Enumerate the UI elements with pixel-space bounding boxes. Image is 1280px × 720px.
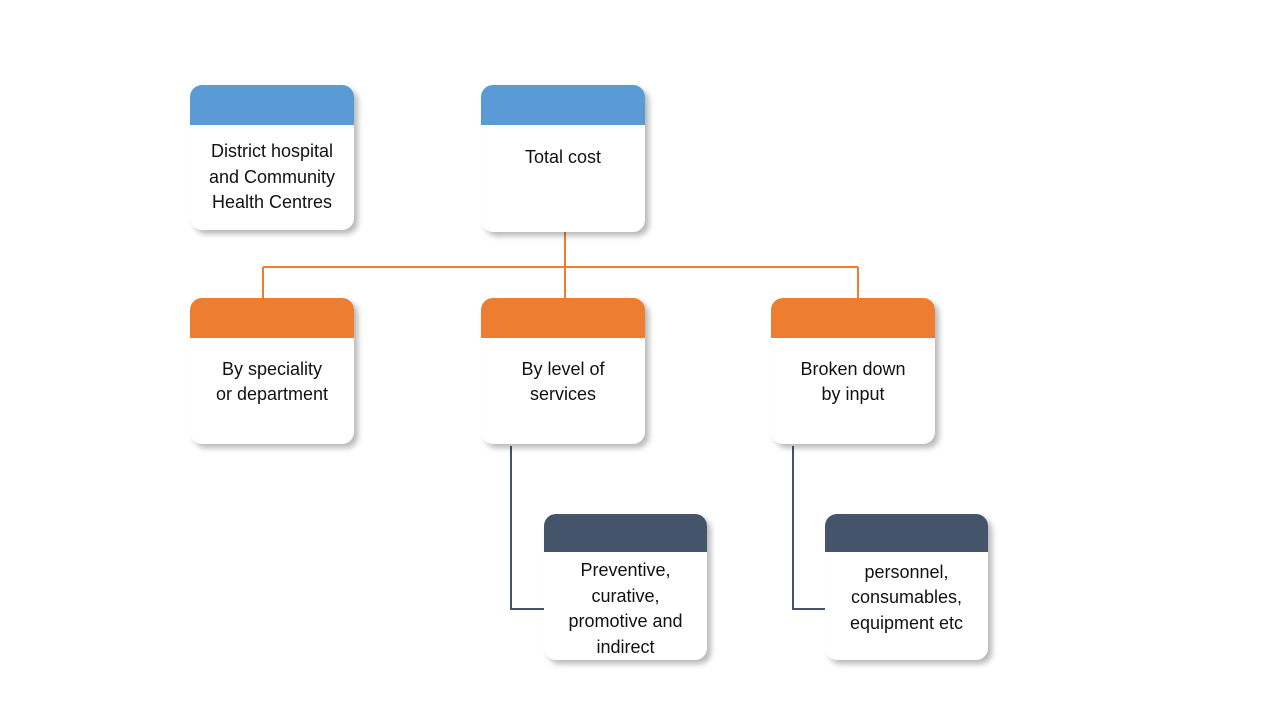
node-header-band <box>190 298 354 338</box>
node-label: By speciality or department <box>215 358 329 405</box>
node-preventive-curative: Preventive, curative, promotive and indi… <box>544 514 707 660</box>
node-label: personnel, consumables, equipment etc <box>849 561 964 633</box>
node-label: Broken down by input <box>800 358 906 405</box>
node-label: Preventive, curative, promotive and indi… <box>568 560 683 657</box>
node-header-band <box>481 298 645 338</box>
node-label: By level of services <box>521 358 605 405</box>
connector-level-to-preventive <box>510 446 545 610</box>
node-header-band <box>190 85 354 125</box>
node-header-band <box>771 298 935 338</box>
node-personnel-consumables: personnel, consumables, equipment etc <box>825 514 988 660</box>
connector-input-to-personnel <box>792 446 826 610</box>
node-district-hospital: District hospital and Community Health C… <box>190 85 354 230</box>
node-label: District hospital and Community Health C… <box>208 141 336 213</box>
node-header-band <box>825 514 988 552</box>
node-label: Total cost <box>524 146 602 167</box>
node-header-band <box>481 85 645 125</box>
node-total-cost: Total cost <box>481 85 645 232</box>
node-header-band <box>544 514 707 552</box>
node-by-level-of-services: By level of services <box>481 298 645 444</box>
node-broken-down-by-input: Broken down by input <box>771 298 935 444</box>
node-by-speciality: By speciality or department <box>190 298 354 444</box>
